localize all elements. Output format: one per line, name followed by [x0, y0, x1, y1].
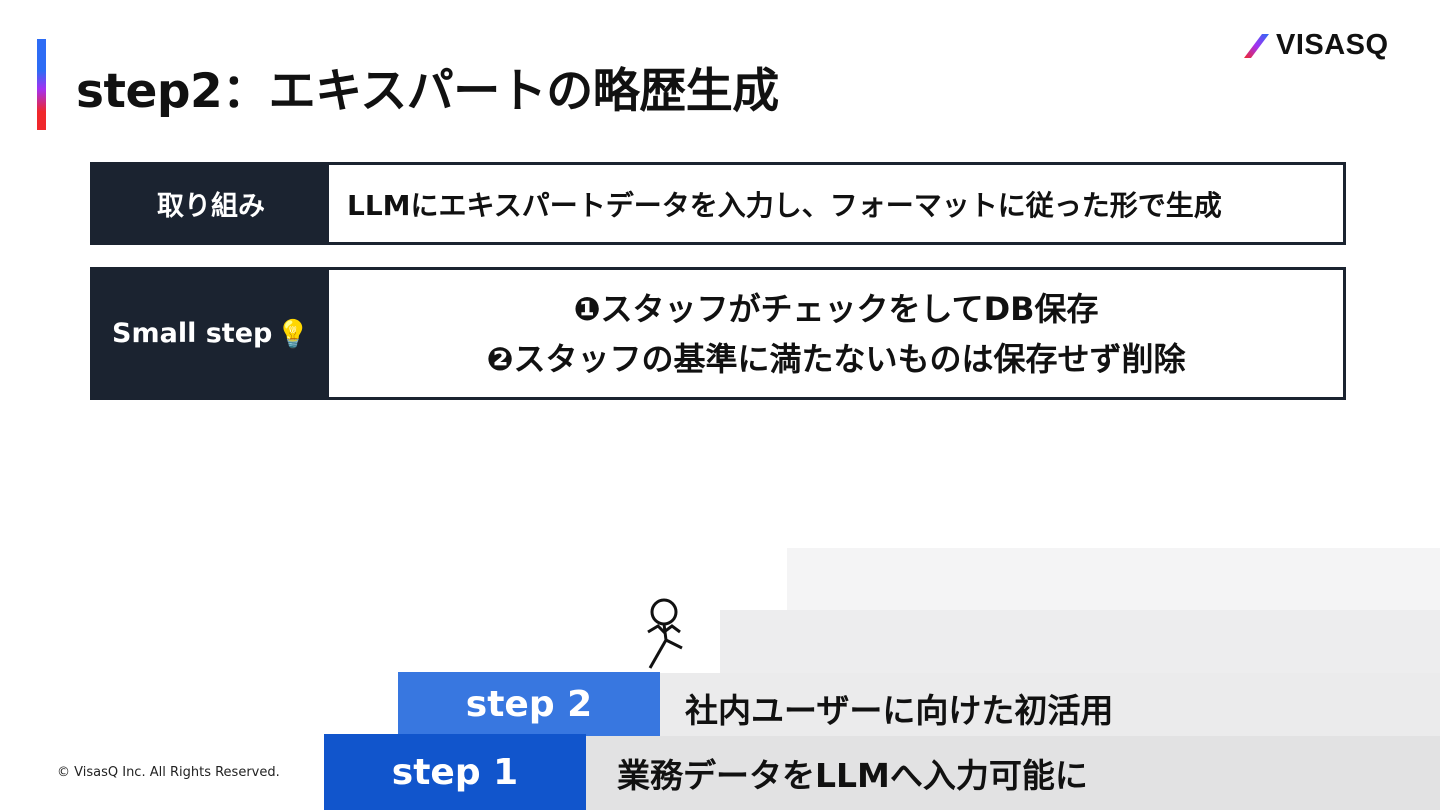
step-1-label: step 1: [391, 751, 519, 793]
page-title: step2：エキスパートの略歴生成: [76, 64, 779, 119]
approach-text: LLMにエキスパートデータを入力し、フォーマットに従った形で生成: [329, 165, 1343, 242]
step-1-block: step 1: [324, 734, 586, 810]
approach-label: 取り組み: [93, 165, 329, 242]
small-step-line-1: ❶スタッフがチェックをしてDB保存: [573, 289, 1099, 328]
approach-text-value: LLMにエキスパートデータを入力し、フォーマットに従った形で生成: [347, 188, 1222, 222]
small-step-line-2: ❷スタッフの基準に満たないものは保存せず削除: [486, 339, 1186, 378]
title-accent-bar: [37, 39, 46, 130]
approach-row: 取り組み LLMにエキスパートデータを入力し、フォーマットに従った形で生成: [90, 162, 1346, 245]
copyright-text: © VisasQ Inc. All Rights Reserved.: [57, 765, 280, 780]
small-step-row: Small step 💡 ❶スタッフがチェックをしてDB保存 ❷スタッフの基準に…: [90, 267, 1346, 400]
stick-figure-icon: [647, 598, 683, 669]
small-step-label: Small step 💡: [93, 270, 329, 397]
step-2-description: 社内ユーザーに向けた初活用: [685, 691, 1114, 730]
small-step-label-text: Small step: [112, 318, 273, 349]
logo-slash-icon: [1244, 34, 1269, 58]
logo-text: VISASQ: [1276, 28, 1389, 61]
stair-step-1-band: [585, 736, 1440, 810]
step-2-label: step 2: [465, 683, 593, 725]
stair-step-2-band: [660, 673, 1440, 737]
stair-step-middle: [720, 610, 1440, 674]
visasq-logo: VISASQ: [1242, 28, 1402, 62]
step-2-block: step 2: [398, 672, 660, 736]
lightbulb-icon: 💡: [276, 318, 310, 350]
step-1-description: 業務データをLLMへ入力可能に: [617, 756, 1088, 795]
stair-step-upper: [787, 548, 1440, 612]
small-step-content: ❶スタッフがチェックをしてDB保存 ❷スタッフの基準に満たないものは保存せず削除: [329, 270, 1343, 397]
